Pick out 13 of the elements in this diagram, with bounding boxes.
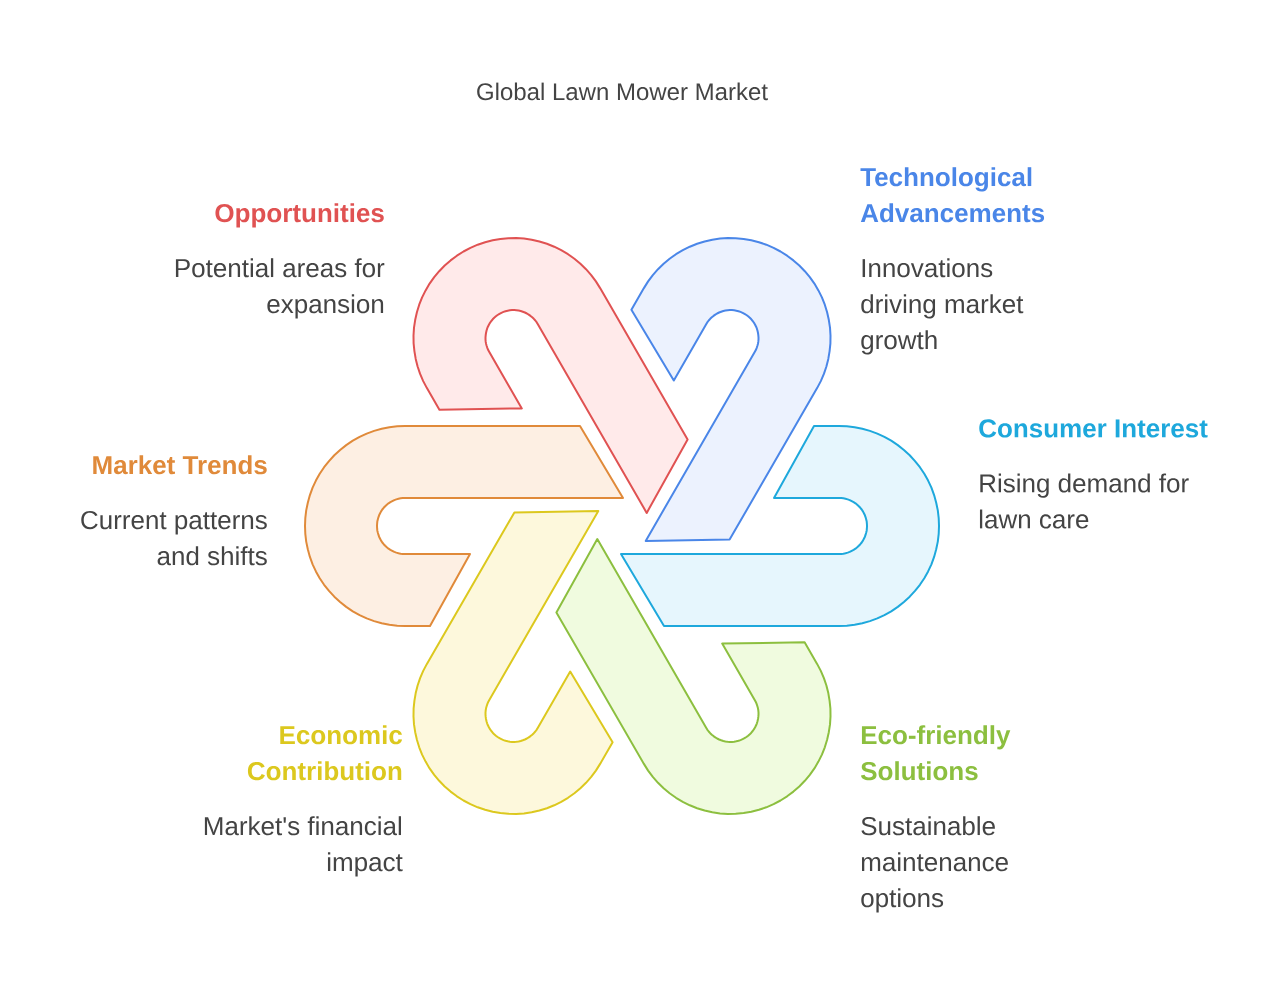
heading: Market Trends [93,455,267,475]
description: Potential areas for expansion [175,258,385,319]
title: Global Lawn Mower Market [477,82,768,101]
description: Innovations driving market growth [861,258,1024,355]
description: Rising demand for lawn care [979,473,1189,529]
heading: Consumer Interest [979,419,1208,438]
heading: Eco-friendly Solutions [860,725,1011,781]
description: Market's financial impact [204,816,403,877]
description: Current patterns and shifts [81,510,267,566]
heading: Economic Contribution [247,725,403,781]
description: Sustainable maintenance options [861,816,1008,913]
heading: Opportunities [215,203,384,228]
heading: Technological Advancements [860,167,1045,223]
